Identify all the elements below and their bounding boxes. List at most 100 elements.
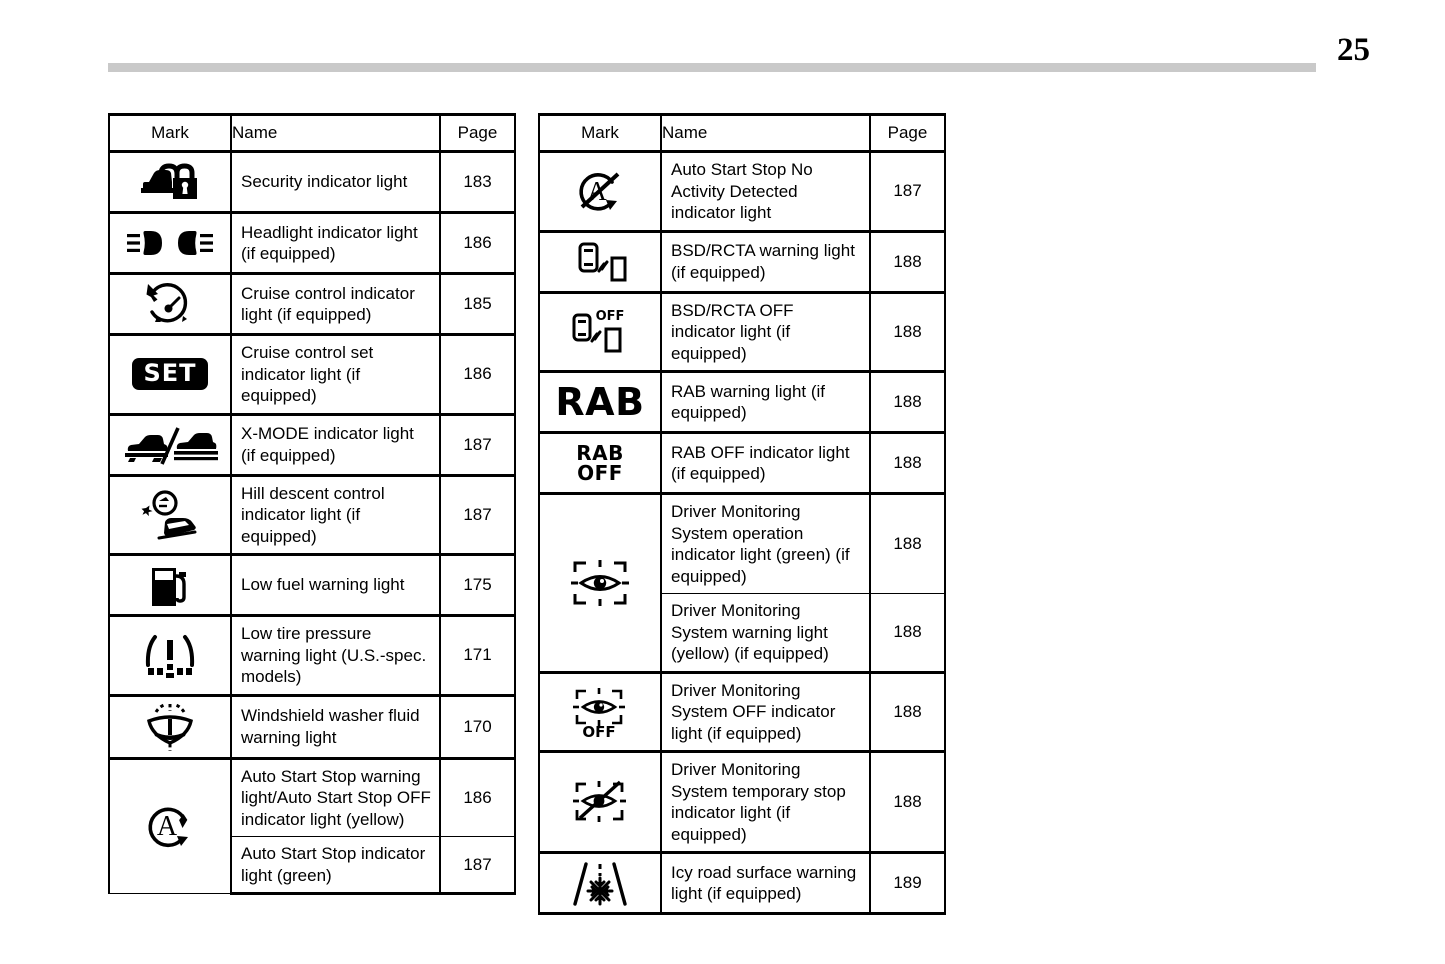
rab-warning-icon: RAB: [540, 377, 660, 427]
low-fuel-warning-icon: [110, 560, 230, 610]
page-cell: 188: [869, 431, 946, 494]
symbol-table-left: Mark Name Page: [108, 113, 516, 895]
mark-cell: [538, 750, 662, 853]
symbol-table-right: Mark Name Page A: [538, 113, 946, 915]
security-indicator-icon: [110, 157, 230, 207]
table-row: OFF BSD/RCTA OFF indicator light (if equ…: [538, 290, 946, 372]
name-cell: Cruise control indicator light (if equip…: [230, 272, 441, 335]
table-row: Cruise control indicator light (if equip…: [108, 272, 516, 335]
svg-text:A: A: [157, 811, 178, 842]
column-header-name: Name: [660, 113, 871, 152]
icy-road-surface-warning-icon: [540, 858, 660, 908]
page-cell: 188: [869, 492, 946, 594]
driver-monitoring-temp-stop-icon: [540, 776, 660, 828]
column-header-name: Name: [230, 113, 441, 152]
page-cell: 187: [439, 473, 516, 555]
rab-off-line1: RAB: [576, 440, 624, 465]
table-row: Driver Monitoring System operation indic…: [538, 492, 946, 673]
name-cell: Icy road surface warning light (if equip…: [660, 851, 871, 915]
driver-monitoring-off-icon: OFF: [540, 685, 660, 739]
page-cell: 188: [869, 229, 946, 293]
name-cell: Auto Start Stop No Activity Detected ind…: [660, 150, 871, 232]
table-header-row: Mark Name Page: [108, 113, 516, 152]
table-row: Security indicator light 183: [108, 150, 516, 213]
name-cell: Windshield washer fluid warning light: [230, 693, 441, 759]
table-row: OFF Driver Monitoring System OFF indicat…: [538, 670, 946, 752]
name-cell: BSD/RCTA OFF indicator light (if equippe…: [660, 290, 871, 372]
page-cell: 188: [869, 370, 946, 433]
table-row: X-MODE indicator light (if equipped) 187: [108, 412, 516, 476]
mark-cell: [108, 693, 232, 759]
table-header-row: Mark Name Page: [538, 113, 946, 152]
page-cell: 185: [439, 272, 516, 335]
bsd-rcta-warning-icon: [540, 237, 660, 287]
driver-monitoring-eye-icon: [540, 556, 660, 610]
name-cell: Driver Monitoring System operation indic…: [660, 492, 871, 594]
windshield-washer-fluid-icon: [110, 701, 230, 753]
mark-cell: A: [108, 756, 232, 894]
name-cell: Security indicator light: [230, 150, 441, 213]
column-header-mark: Mark: [538, 113, 662, 152]
mark-cell: [108, 614, 232, 696]
column-header-page: Page: [869, 113, 946, 152]
name-cell: RAB OFF indicator light (if equipped): [660, 431, 871, 494]
table-row: Icy road surface warning light (if equip…: [538, 851, 946, 915]
table-row: A Auto Start Stop No Activity Detected i…: [538, 150, 946, 232]
table-row: SET Cruise control set indicator light (…: [108, 333, 516, 415]
page-cell: 183: [439, 150, 516, 213]
column-header-mark: Mark: [108, 113, 232, 152]
name-cell: RAB warning light (if equipped): [660, 370, 871, 433]
table-row: Auto Start Stop indicator light (green) …: [109, 836, 516, 895]
headlight-indicator-icon: [110, 218, 230, 268]
mark-cell: RAB: [538, 370, 662, 433]
rab-off-icon: RAB OFF: [540, 438, 660, 488]
auto-start-stop-no-activity-icon: A: [540, 166, 660, 216]
page-cell: 187: [439, 412, 516, 476]
mark-cell: OFF: [538, 290, 662, 372]
mark-cell: [108, 412, 232, 476]
auto-start-stop-icon: A: [110, 800, 230, 852]
mark-cell: A: [538, 150, 662, 232]
cruise-control-indicator-icon: [110, 279, 230, 329]
page-cell: 175: [439, 553, 516, 616]
set-badge-label: SET: [132, 358, 208, 391]
table-row: RAB OFF RAB OFF indicator light (if equi…: [538, 431, 946, 494]
rab-off-line2: OFF: [577, 461, 623, 485]
mark-cell: [538, 229, 662, 293]
mark-cell: [108, 473, 232, 555]
off-label: OFF: [582, 723, 615, 739]
name-cell: Driver Monitoring System temporary stop …: [660, 750, 871, 853]
table-row: Low tire pressure warning light (U.S.-sp…: [108, 614, 516, 696]
mark-cell: [538, 851, 662, 915]
table-row: RAB RAB warning light (if equipped) 188: [538, 370, 946, 433]
mark-cell: [108, 553, 232, 616]
cruise-control-set-icon: SET: [110, 349, 230, 399]
name-cell: Auto Start Stop indicator light (green): [230, 836, 441, 895]
page-cell: 187: [869, 150, 946, 232]
name-cell: Driver Monitoring System OFF indicator l…: [660, 670, 871, 752]
page-number: 25: [1337, 32, 1370, 68]
name-cell: Low fuel warning light: [230, 553, 441, 616]
mark-cell: OFF: [538, 670, 662, 752]
page-cell: 170: [439, 693, 516, 759]
page-cell: 186: [439, 756, 516, 837]
name-cell: Hill descent control indicator light (if…: [230, 473, 441, 555]
table-row: Low fuel warning light 175: [108, 553, 516, 616]
mark-cell: SET: [108, 333, 232, 415]
page-cell: 188: [869, 593, 946, 673]
page-cell: 188: [869, 670, 946, 752]
rab-label: RAB: [555, 379, 645, 424]
mark-cell: [108, 150, 232, 213]
page-cell: 186: [439, 333, 516, 415]
table-row: Hill descent control indicator light (if…: [108, 473, 516, 555]
header-rule: [108, 63, 1316, 72]
page-cell: 188: [869, 750, 946, 853]
page-cell: 171: [439, 614, 516, 696]
name-cell: X-MODE indicator light (if equipped): [230, 412, 441, 476]
table-row: Driver Monitoring System temporary stop …: [538, 750, 946, 853]
name-cell: Auto Start Stop warning light/Auto Start…: [230, 756, 441, 837]
page-cell: 189: [869, 851, 946, 915]
name-cell: BSD/RCTA warning light (if equipped): [660, 229, 871, 293]
name-cell: Headlight indicator light (if equipped): [230, 211, 441, 274]
